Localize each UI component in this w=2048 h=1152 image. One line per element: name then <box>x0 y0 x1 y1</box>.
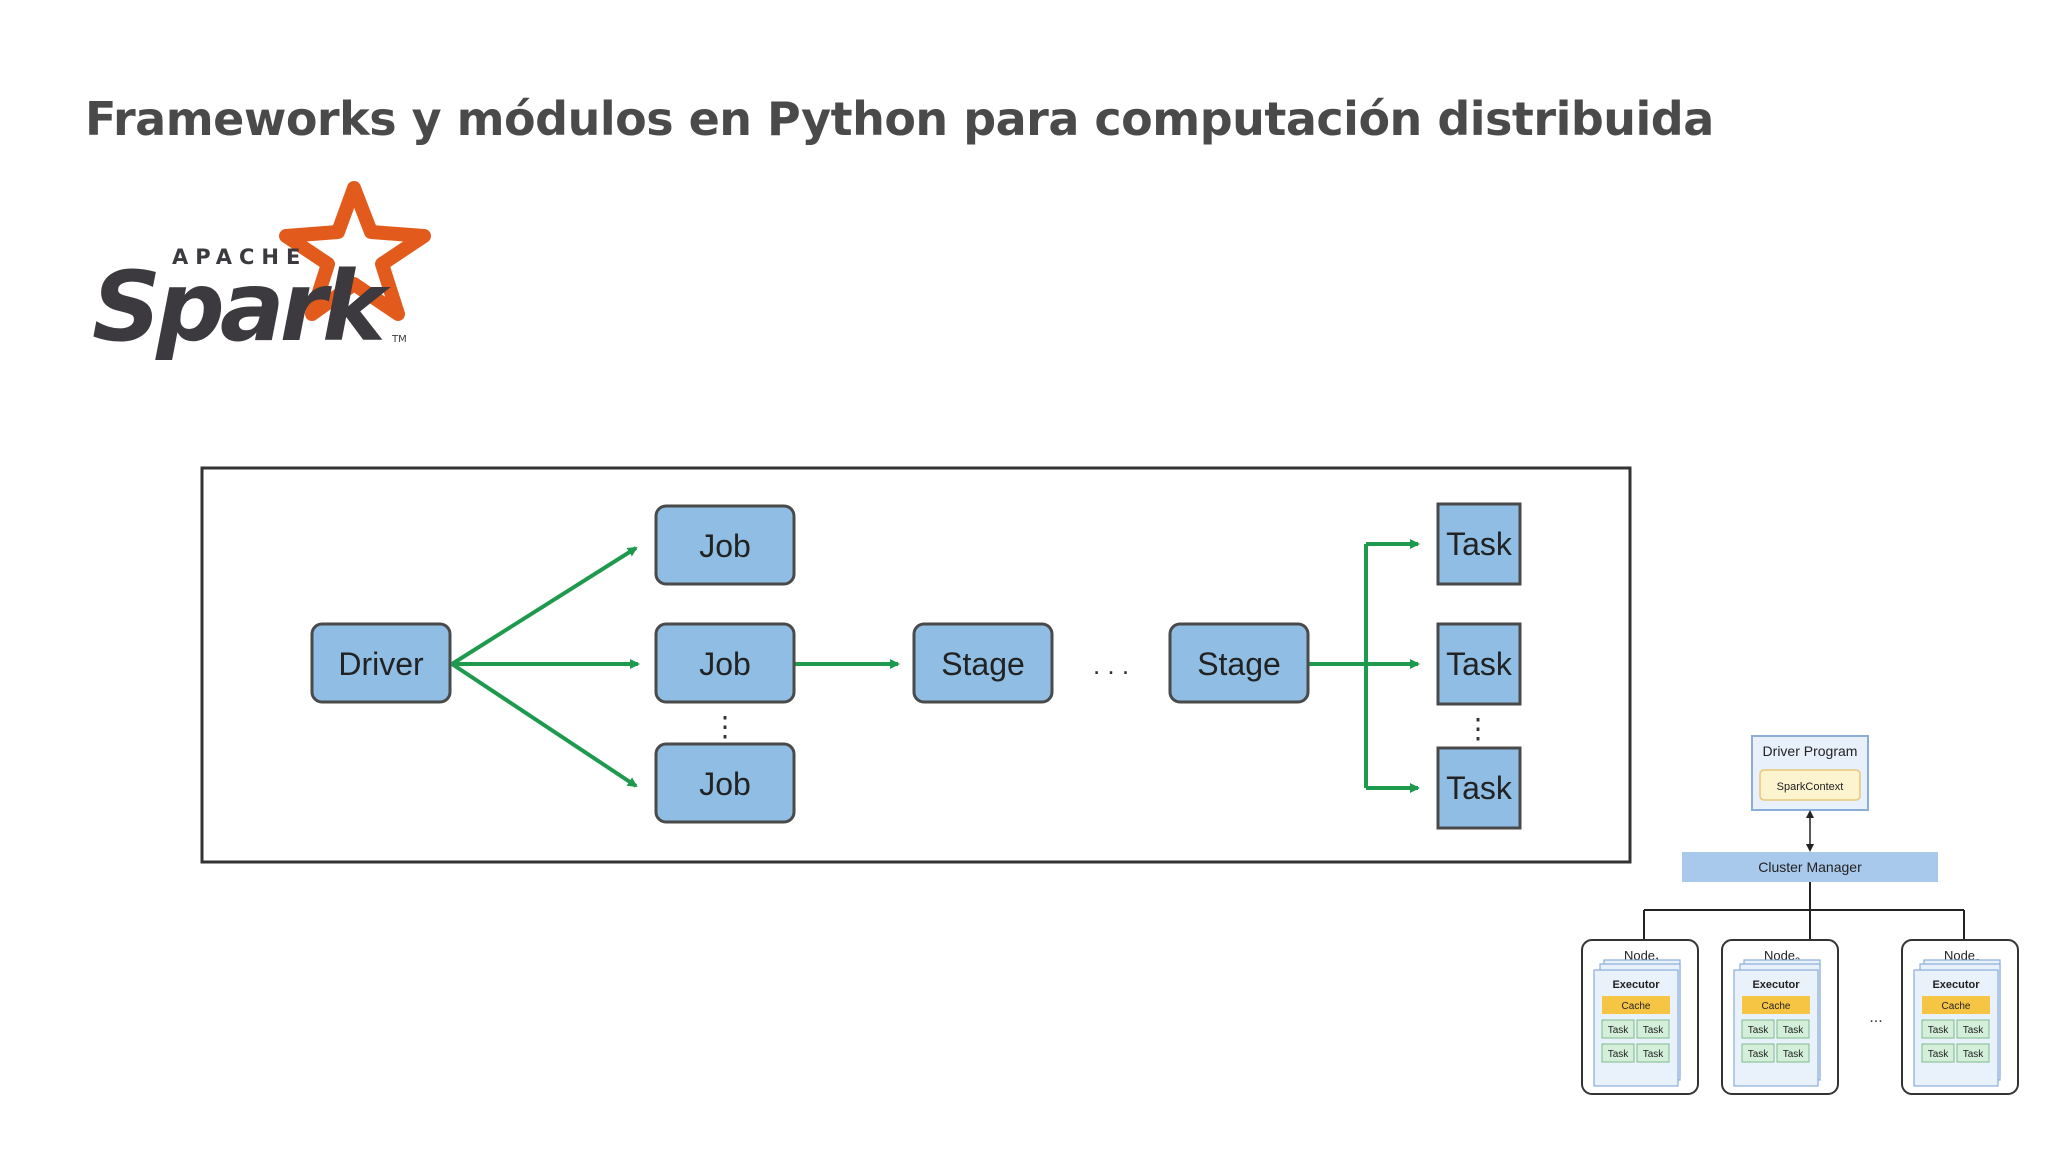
task-label: Task <box>1963 1049 1985 1060</box>
arrow-driver-job-3 <box>450 662 638 788</box>
task-label: Task <box>1928 1049 1950 1060</box>
task-label: Task <box>1783 1049 1805 1060</box>
logo-spark-text: Spark <box>92 251 391 363</box>
worker-node-3: NodenExecutorCacheTaskTaskTaskTask <box>1901 939 2019 1095</box>
task-label: Task <box>1928 1025 1950 1036</box>
worker-node-2: Node2ExecutorCacheTaskTaskTaskTask <box>1721 939 1839 1095</box>
task-label: Task <box>1748 1049 1770 1060</box>
worker-node-1: Node1ExecutorCacheTaskTaskTaskTask <box>1581 939 1699 1095</box>
cache-label: Cache <box>1622 1001 1651 1012</box>
job-node-3: Job <box>654 742 796 824</box>
cluster-manager-label: Cluster Manager <box>1758 859 1862 875</box>
task-box <box>1636 1043 1670 1063</box>
task-label: Task <box>1608 1049 1630 1060</box>
executor-label: Executor <box>1612 979 1660 991</box>
driver-label: Driver <box>338 646 424 682</box>
task-label: Task <box>1446 526 1513 562</box>
job-label: Job <box>699 646 751 682</box>
task-box <box>1921 1043 1955 1063</box>
task-label: Task <box>1643 1025 1665 1036</box>
executor-label: Executor <box>1932 979 1980 991</box>
stage-node-2: Stage <box>1168 622 1310 704</box>
task-label: Task <box>1963 1025 1985 1036</box>
task-box <box>1921 1019 1955 1039</box>
task-box <box>1776 1019 1810 1039</box>
flow-arrows <box>450 539 1420 793</box>
task-label: Task <box>1748 1025 1770 1036</box>
worker-nodes: Node1ExecutorCacheTaskTaskTaskTaskNode2E… <box>1581 939 2019 1095</box>
job-vertical-ellipsis: ⋮ <box>711 711 739 742</box>
manager-node-connectors <box>1643 882 1965 940</box>
driver-program-label: Driver Program <box>1763 743 1858 759</box>
spark-star-icon <box>279 181 431 321</box>
nodes-ellipsis: ... <box>1869 1009 1882 1026</box>
task-box <box>1601 1019 1635 1039</box>
spark-cluster-diagram: Driver Program SparkContext Cluster Mana… <box>1581 735 2019 1095</box>
stage-label: Stage <box>941 646 1025 682</box>
task-box <box>1956 1043 1990 1063</box>
spark-context-label: SparkContext <box>1777 781 1844 793</box>
cache-label: Cache <box>1942 1001 1971 1012</box>
task-node-2: Task <box>1436 622 1522 706</box>
task-label: Task <box>1446 770 1513 806</box>
task-label: Task <box>1608 1025 1630 1036</box>
task-vertical-ellipsis: ⋮ <box>1464 713 1492 744</box>
job-label: Job <box>699 528 751 564</box>
task-box <box>1601 1043 1635 1063</box>
task-label: Task <box>1643 1049 1665 1060</box>
arrow-driver-job-1 <box>450 546 638 666</box>
task-label: Task <box>1783 1025 1805 1036</box>
stage-label: Stage <box>1197 646 1281 682</box>
job-node-1: Job <box>654 504 796 586</box>
driver-node: Driver <box>310 622 452 704</box>
cache-box <box>1922 996 1990 1014</box>
task-node-1: Task <box>1436 502 1522 586</box>
logo-apache-text: APACHE <box>172 245 307 269</box>
cache-box <box>1742 996 1810 1014</box>
task-label: Task <box>1446 646 1513 682</box>
task-node-3: Task <box>1436 746 1522 830</box>
task-box <box>1636 1019 1670 1039</box>
cache-box <box>1602 996 1670 1014</box>
page-title: Frameworks y módulos en Python para comp… <box>85 92 1714 146</box>
logo-trademark: TM <box>391 334 407 345</box>
task-box <box>1741 1043 1775 1063</box>
cache-label: Cache <box>1762 1001 1791 1012</box>
job-node-2: Job <box>654 622 796 704</box>
task-box <box>1741 1019 1775 1039</box>
stage-ellipsis: . . . <box>1093 650 1129 680</box>
cluster-manager-box: Cluster Manager <box>1682 852 1938 882</box>
apache-spark-logo: APACHE Spark TM <box>92 181 431 363</box>
job-label: Job <box>699 766 751 802</box>
task-box <box>1776 1043 1810 1063</box>
stage-node-1: Stage <box>912 622 1054 704</box>
job-stage-task-diagram: Driver Job Job Job ⋮ Stage . . . Stage T… <box>200 466 1632 864</box>
executor-label: Executor <box>1752 979 1800 991</box>
task-box <box>1956 1019 1990 1039</box>
driver-program-box: Driver Program SparkContext <box>1751 735 1869 811</box>
